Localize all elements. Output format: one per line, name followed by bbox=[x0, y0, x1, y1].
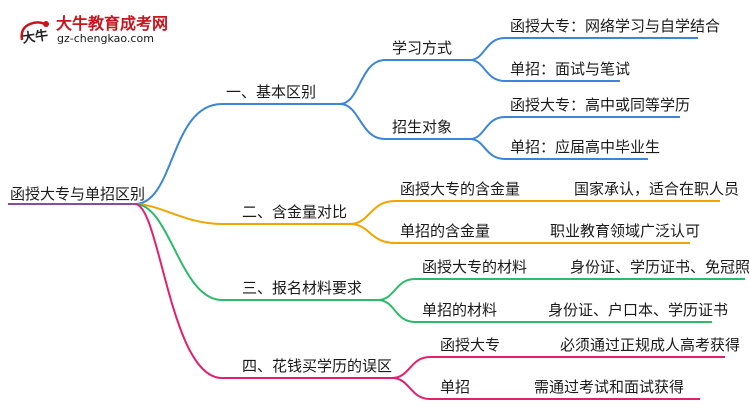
leaf-study-method-correspondence: 函授大专：网络学习与自学结合 bbox=[510, 17, 721, 35]
branch-basic-differences: 一、基本区别 bbox=[226, 83, 317, 101]
branch-degree-purchase-misconception: 四、花钱买学历的误区 bbox=[242, 357, 393, 375]
node-correspondence-materials: 函授大专的材料 bbox=[422, 258, 528, 276]
branch-application-materials: 三、报名材料要求 bbox=[242, 279, 363, 297]
node-single-value-detail: 职业教育领域广泛认可 bbox=[550, 222, 701, 240]
branch1b2-curve bbox=[469, 138, 506, 160]
branch4b-curve bbox=[391, 377, 431, 400]
branch1a2-curve bbox=[469, 59, 506, 82]
logo-title: 大牛教育成考网 bbox=[56, 14, 169, 33]
logo-url: gz-chengkao.com bbox=[57, 32, 154, 45]
node-single-materials: 单招的材料 bbox=[422, 301, 498, 319]
branch-value-comparison: 二、含金量对比 bbox=[242, 203, 348, 221]
branch3b-curve bbox=[377, 299, 416, 323]
node-correspondence-misconception: 函授大专 bbox=[440, 336, 501, 354]
branch1-curve bbox=[134, 103, 223, 205]
root-node: 函授大专与单招区别 bbox=[10, 185, 146, 203]
branch1a1-curve bbox=[469, 37, 506, 61]
node-single-misconception-detail: 需通过考试和面试获得 bbox=[534, 378, 685, 396]
branch3a-curve bbox=[377, 278, 416, 301]
branch2a-curve bbox=[349, 200, 396, 225]
node-single-value: 单招的含金量 bbox=[400, 222, 491, 240]
leaf-study-method-single: 单招：面试与笔试 bbox=[510, 60, 631, 78]
node-correspondence-materials-detail: 身份证、学历证书、免冠照片 bbox=[570, 258, 750, 276]
node-single-materials-detail: 身份证、户口本、学历证书 bbox=[548, 301, 729, 319]
node-enrollment-target: 招生对象 bbox=[392, 118, 453, 136]
branch4a-curve bbox=[391, 356, 431, 379]
node-study-method: 学习方式 bbox=[392, 39, 453, 57]
node-single-misconception: 单招 bbox=[440, 378, 471, 396]
leaf-target-correspondence: 函授大专：高中或同等学历 bbox=[510, 96, 691, 114]
node-correspondence-value-detail: 国家承认，适合在职人员 bbox=[574, 180, 740, 198]
branch4-curve bbox=[134, 203, 223, 379]
node-correspondence-value: 函授大专的含金量 bbox=[400, 180, 521, 198]
branch3-curve bbox=[134, 203, 223, 301]
node-correspondence-misconception-detail: 必须通过正规成人高考获得 bbox=[560, 336, 741, 354]
branch1a-curve bbox=[339, 59, 386, 105]
branch1b-curve bbox=[339, 103, 386, 140]
logo-badge-icon bbox=[20, 21, 49, 41]
branch2b-curve bbox=[349, 223, 396, 244]
branch1b1-curve bbox=[469, 116, 506, 140]
leaf-target-single: 单招：应届高中毕业生 bbox=[510, 138, 661, 156]
